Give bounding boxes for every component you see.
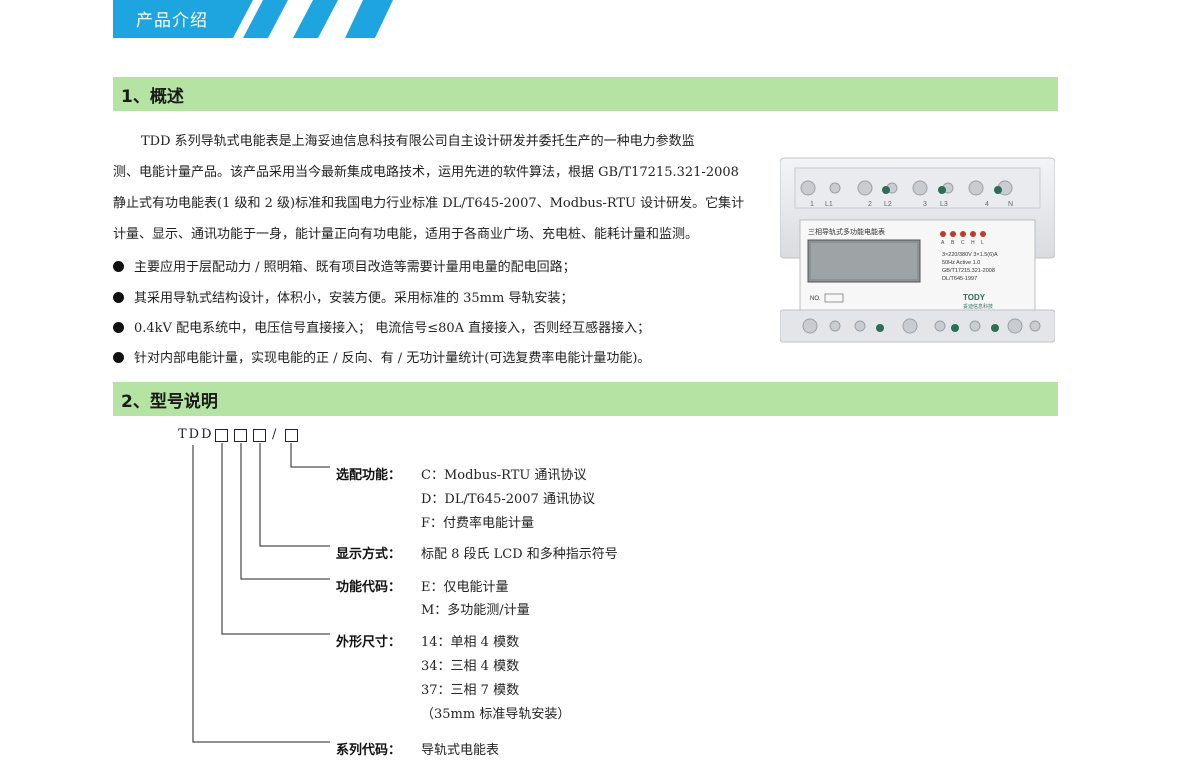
bullet-text: 其采用导轨式结构设计，体积小，安装方便。采用标准的 35mm 导轨安装； — [134, 291, 574, 306]
brand-logo: TODY — [963, 293, 986, 302]
row-label-function: 功能代码： — [336, 580, 402, 595]
bullet-item: 其采用导轨式结构设计，体积小，安装方便。采用标准的 35mm 导轨安装； — [113, 287, 573, 306]
row-label-display: 显示方式： — [336, 547, 402, 562]
paragraph-line: 静止式有功电能表(1 级和 2 级)标准和我国电力行业标准 DL/T645-20… — [113, 196, 745, 211]
paragraph-line: 测、电能计量产品。该产品采用当今最新集成电路技术，运用先进的软件算法，根据 GB… — [113, 165, 739, 180]
bullet-item: 0.4kV 配电系统中，电压信号直接接入； 电流信号≤80A 直接接入，否则经互… — [113, 317, 650, 336]
section-model-bar: 2、型号说明 — [113, 382, 1058, 416]
row-label-series: 系列代码： — [336, 743, 402, 758]
section-overview-title: 1、概述 — [121, 87, 184, 107]
bullet-item: 主要应用于层配动力 / 照明箱、既有项目改造等需要计量用电量的配电回路； — [113, 256, 576, 275]
bullet-text: 0.4kV 配电系统中，电压信号直接接入； 电流信号≤80A 直接接入，否则经互… — [134, 321, 651, 336]
meter-panel-title: 三相导轨式多功能电能表 — [808, 227, 885, 236]
indicator-label: A — [941, 240, 945, 246]
indicator-label: L — [981, 240, 984, 246]
section-model-title: 2、型号说明 — [121, 392, 218, 412]
paragraph-line: 计量、显示、通讯功能于一身，能计量正向有功电能，适用于各商业广场、充电桩、能耗计… — [113, 227, 699, 242]
indicator-label: H — [971, 240, 975, 246]
bullet-text: 针对内部电能计量，实现电能的正 / 反向、有 / 无功计量统计(可选复费率电能计… — [134, 351, 651, 366]
bullet-dot-icon — [113, 261, 124, 272]
row-value: M：多功能测/计量 — [421, 603, 530, 618]
row-value: 导轨式电能表 — [421, 743, 500, 758]
row-value: 34：三相 4 模数 — [421, 659, 520, 674]
model-box-option — [285, 429, 298, 442]
row-value: E：仅电能计量 — [421, 580, 509, 595]
row-value: F：付费率电能计量 — [421, 516, 535, 531]
bullet-dot-icon — [113, 292, 124, 303]
serial-no-label: NO. — [810, 296, 821, 302]
spec-line: DL/T645-1997 — [942, 276, 977, 282]
bullet-text: 主要应用于层配动力 / 照明箱、既有项目改造等需要计量用电量的配电回路； — [134, 260, 576, 275]
terminal-label: 3 — [923, 201, 927, 208]
model-box-size — [215, 429, 228, 442]
header-tab-label: 产品介绍 — [136, 11, 208, 31]
row-value: 标配 8 段氏 LCD 和多种指示符号 — [421, 547, 618, 562]
model-slash: / — [272, 427, 277, 442]
spec-line: 3×220/380V 3×1.5(6)A — [942, 252, 998, 258]
model-prefix: TDD — [178, 427, 214, 442]
spec-line: 50Hz Active 1.0 — [942, 260, 980, 266]
terminal-label: 2 — [868, 201, 872, 208]
terminal-label: N — [1008, 201, 1013, 208]
bullet-dot-icon — [113, 322, 124, 333]
row-value: D：DL/T645-2007 通讯协议 — [421, 492, 595, 507]
terminal-label: L2 — [884, 201, 892, 208]
terminal-label: L1 — [825, 201, 833, 208]
brand-subtitle: 妥迪信息科技 — [963, 303, 993, 310]
row-value: 14：单相 4 模数 — [421, 635, 520, 650]
row-label-size: 外形尺寸： — [336, 635, 402, 650]
terminal-label: L3 — [940, 201, 948, 208]
model-box-function — [234, 429, 247, 442]
spec-line: GB/T17215.321-2008 — [942, 268, 995, 274]
bullet-dot-icon — [113, 352, 124, 363]
energy-meter-image: 1 L1 2 L2 3 L3 4 N 三相导轨式多功能电能表 A B C H L… — [780, 157, 1055, 343]
header-tab-banner — [113, 0, 393, 38]
row-value: （35mm 标准导轨安装） — [421, 707, 571, 722]
row-label-option: 选配功能： — [336, 468, 402, 483]
terminal-label: 1 — [810, 201, 814, 208]
section-overview-bar: 1、概述 — [113, 77, 1058, 111]
overview-paragraph: TDD 系列导轨式电能表是上海妥迪信息科技有限公司自主设计研发并委托生产的一种电… — [113, 126, 768, 250]
row-value: 37：三相 7 模数 — [421, 683, 520, 698]
paragraph-line: TDD 系列导轨式电能表是上海妥迪信息科技有限公司自主设计研发并委托生产的一种电… — [141, 134, 695, 149]
bullet-item: 针对内部电能计量，实现电能的正 / 反向、有 / 无功计量统计(可选复费率电能计… — [113, 347, 650, 366]
indicator-label: C — [961, 240, 965, 246]
terminal-label: 4 — [985, 201, 989, 208]
row-value: C：Modbus-RTU 通讯协议 — [421, 468, 587, 483]
indicator-label: B — [951, 240, 955, 246]
model-box-display — [253, 429, 266, 442]
